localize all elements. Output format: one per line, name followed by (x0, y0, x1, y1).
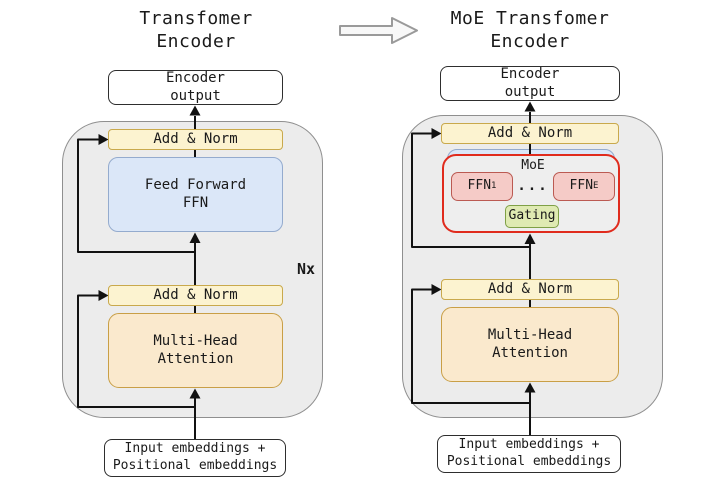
left-feed-forward-box: Feed Forward FFN (108, 157, 283, 232)
right-add-norm-top-box: Add & Norm (441, 123, 619, 144)
left-add-norm-bottom-box: Add & Norm (108, 285, 283, 306)
right-add-norm-bottom-box: Add & Norm (441, 279, 619, 300)
left-multi-head-attention-box: Multi-Head Attention (108, 313, 283, 388)
moe-ffn-1-label: FFN (467, 178, 492, 194)
left-output-arrowhead (189, 105, 201, 116)
moe-ellipsis: ... (517, 178, 549, 195)
left-encoder-output-box: Encoder output (108, 70, 283, 105)
left-diagram-title: Transfomer Encoder (139, 7, 253, 52)
right-output-arrowhead (524, 101, 536, 112)
right-multi-head-attention-box: Multi-Head Attention (441, 307, 619, 382)
moe-ffn-e-subscript: E (593, 181, 599, 191)
transform-arrow-icon (339, 17, 418, 44)
right-diagram-title: MoE Transfomer Encoder (450, 7, 610, 52)
right-encoder-output-box: Encoder output (440, 66, 620, 101)
moe-label: MoE (521, 158, 545, 174)
left-add-norm-top-box: Add & Norm (108, 129, 283, 150)
moe-ffn-1-subscript: 1 (491, 181, 497, 191)
moe-ffn-e-label: FFN (569, 178, 594, 194)
left-input-embeddings-box: Input embeddings + Positional embeddings (104, 439, 286, 477)
moe-gating-box: Gating (505, 205, 559, 228)
left-nx-label: Nx (296, 260, 316, 279)
right-input-embeddings-box: Input embeddings + Positional embeddings (437, 435, 621, 473)
